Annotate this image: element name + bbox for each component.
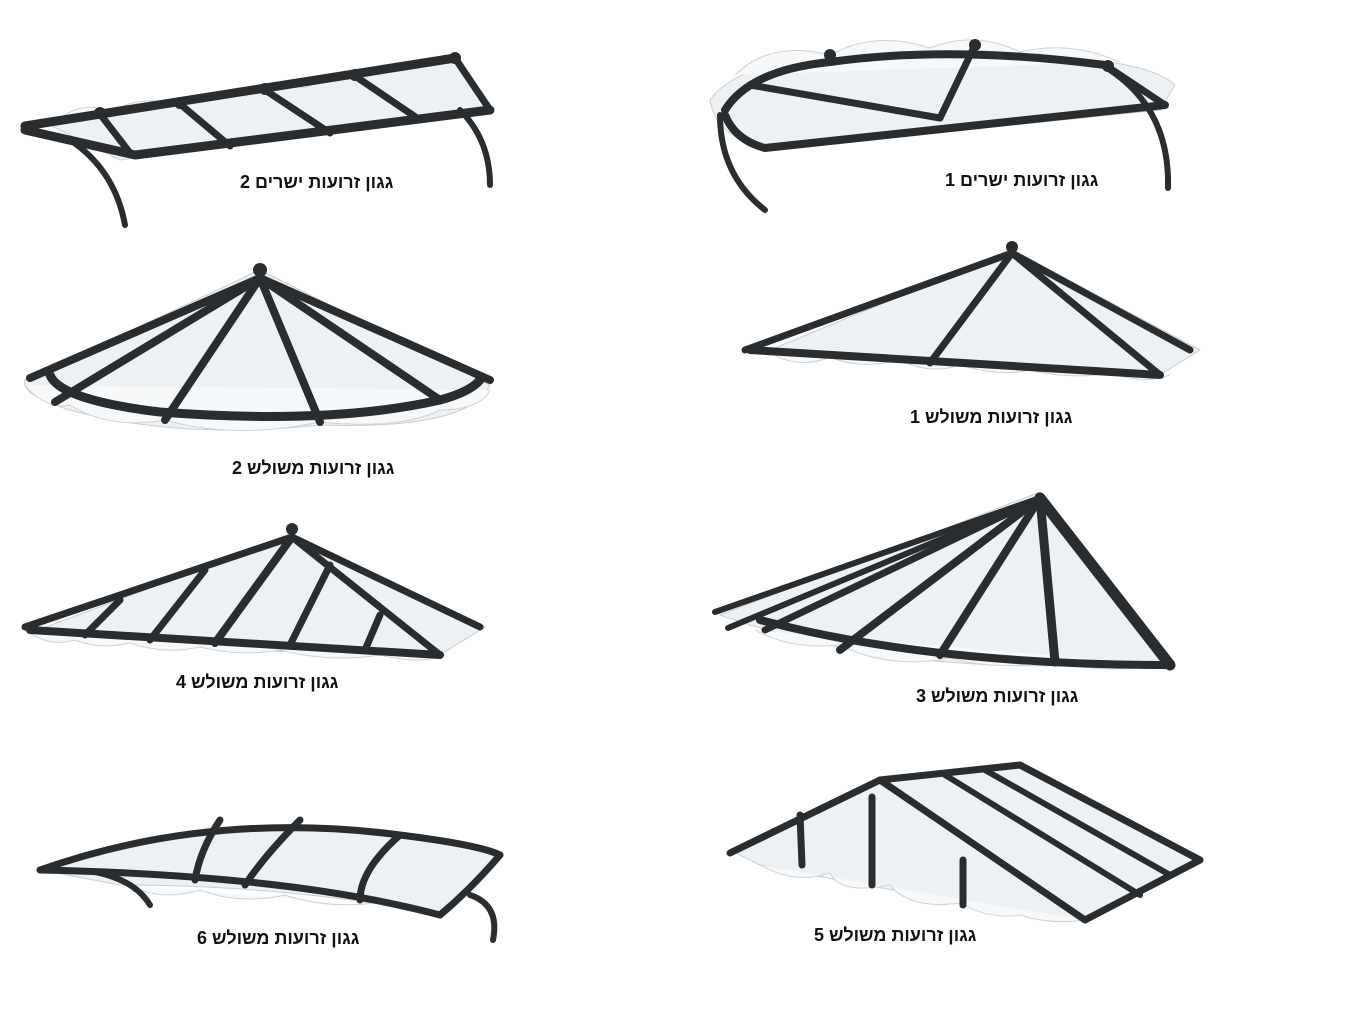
- canopy-triangle-2: גגון זרועות משולש 2: [0, 250, 520, 490]
- canopy-triangle-2-illustration: [24, 263, 494, 432]
- canopy-triangle-5-caption: גגון זרועות משולש 5: [814, 925, 977, 945]
- canopy-triangle-4-caption: גגון זרועות משולש 4: [176, 672, 339, 692]
- canopy-triangle-6-caption: גגון זרועות משולש 6: [197, 928, 360, 948]
- canopy-triangle-4: גגון זרועות משולש 4: [0, 515, 520, 705]
- canopy-straight-1: גגון זרועות ישרים 1: [690, 0, 1210, 220]
- canopy-straight-2-illustration: [20, 52, 495, 228]
- canopy-triangle-2-caption: גגון זרועות משולש 2: [232, 458, 395, 478]
- canopy-triangle-1-illustration: [741, 241, 1201, 380]
- canopy-triangle-5: גגון זרועות משולש 5: [720, 745, 1220, 955]
- canopy-straight-2: גגון זרועות ישרים 2: [0, 0, 520, 240]
- canopy-triangle-6: גגון זרועות משולש 6: [0, 790, 520, 970]
- canopy-triangle-3-caption: גגון זרועות משולש 3: [916, 686, 1079, 706]
- canopy-straight-2-caption: גגון זרועות ישרים 2: [240, 172, 394, 192]
- canopy-triangle-5-illustration: [726, 761, 1204, 924]
- canopy-triangle-3-illustration: [712, 491, 1176, 671]
- canopy-triangle-6-illustration: [36, 816, 504, 943]
- canopy-straight-1-illustration: [709, 39, 1176, 213]
- canopy-straight-1-caption: גגון זרועות ישרים 1: [945, 170, 1099, 190]
- canopy-triangle-3: גגון זרועות משולש 3: [700, 480, 1200, 720]
- canopy-triangle-1-caption: גגון זרועות משולש 1: [910, 407, 1073, 427]
- canopy-triangle-1: גגון זרועות משולש 1: [730, 235, 1230, 445]
- canopy-triangle-4-illustration: [21, 523, 487, 661]
